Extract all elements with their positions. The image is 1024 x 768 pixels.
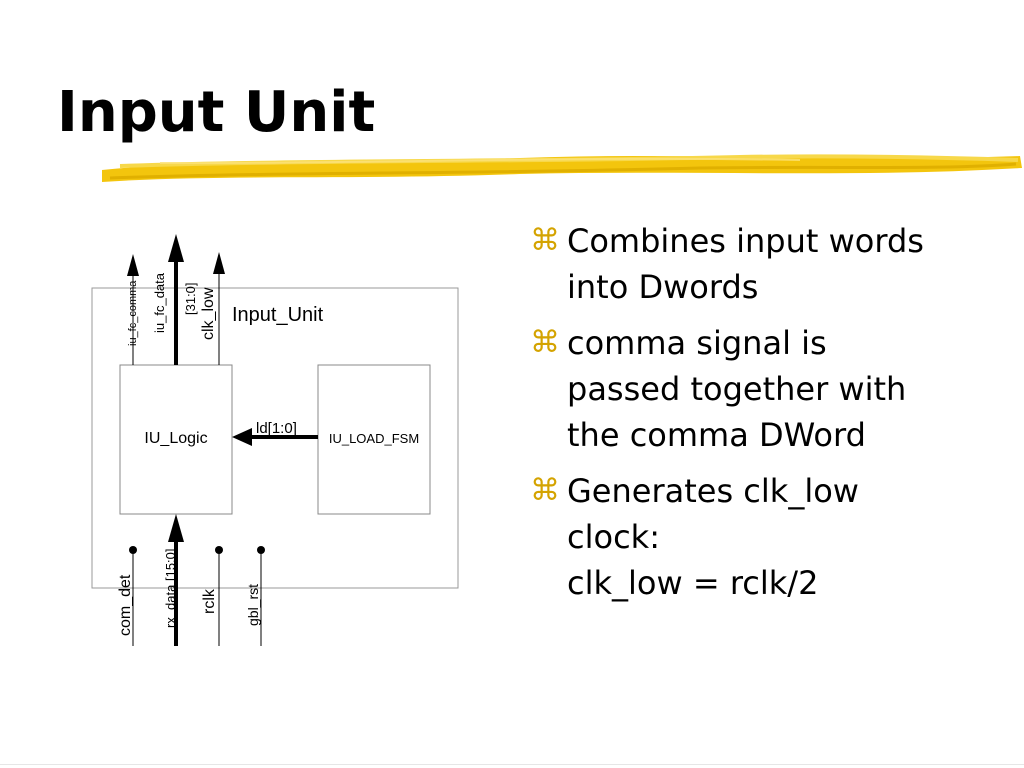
ld-signal-label: ld[1:0] [256, 420, 297, 437]
iu-fc-data-arrowhead [168, 234, 184, 262]
com-det-label: com_det [117, 574, 134, 636]
bottom-divider [0, 764, 1024, 765]
slide-title: Input Unit [57, 80, 376, 145]
rclk-label: rclk [201, 588, 218, 614]
iu-fc-comma-label: iu_fc_comma [127, 280, 139, 346]
ld-arrowhead [232, 428, 252, 446]
bullet-line: into Dwords [567, 268, 759, 306]
bullet-line: clk_low = rclk/2 [567, 564, 819, 602]
bullet-line: comma signal is [567, 324, 827, 362]
bullet-command-icon: ⌘ [530, 473, 560, 508]
bullet-command-icon: ⌘ [530, 325, 560, 360]
clk-low-arrowhead [213, 252, 225, 274]
iu-logic-box [119, 364, 233, 515]
title-underline-stroke [102, 154, 1022, 182]
gbl-rst-dot [257, 546, 265, 554]
rx-data-label: rx_data [15:0] [163, 549, 178, 629]
iu-fc-comma-arrowhead [127, 254, 139, 276]
bullet-item: ⌘ comma signal is passed together with t… [530, 320, 1010, 458]
bullet-line: clock: [567, 518, 660, 556]
clk-low-label: clk_low [200, 287, 217, 340]
gbl-rst-label: gbl_rst [245, 584, 261, 626]
iu-load-fsm-box [317, 364, 431, 515]
input-unit-box [91, 287, 459, 589]
iu-fc-data-width-label: [31:0] [183, 282, 198, 315]
input-unit-label: Input_Unit [232, 304, 324, 326]
iu-load-fsm-label: IU_LOAD_FSM [329, 431, 419, 446]
bullet-item: ⌘ Generates clk_low clock: clk_low = rcl… [530, 468, 1010, 606]
com-det-dot [129, 546, 137, 554]
iu-logic-label: IU_Logic [144, 430, 207, 447]
iu-fc-data-label: iu_fc_data [152, 272, 167, 333]
bullet-list: ⌘ Combines input words into Dwords ⌘ com… [530, 218, 1010, 616]
bullet-line: passed together with [567, 370, 907, 408]
rx-data-arrowhead [168, 514, 184, 542]
bullet-item: ⌘ Combines input words into Dwords [530, 218, 1010, 310]
bullet-line: the comma DWord [567, 416, 866, 454]
bullet-command-icon: ⌘ [530, 223, 560, 258]
bullet-line: Generates clk_low [567, 472, 859, 510]
rclk-dot [215, 546, 223, 554]
bullet-line: Combines input words [567, 222, 924, 260]
